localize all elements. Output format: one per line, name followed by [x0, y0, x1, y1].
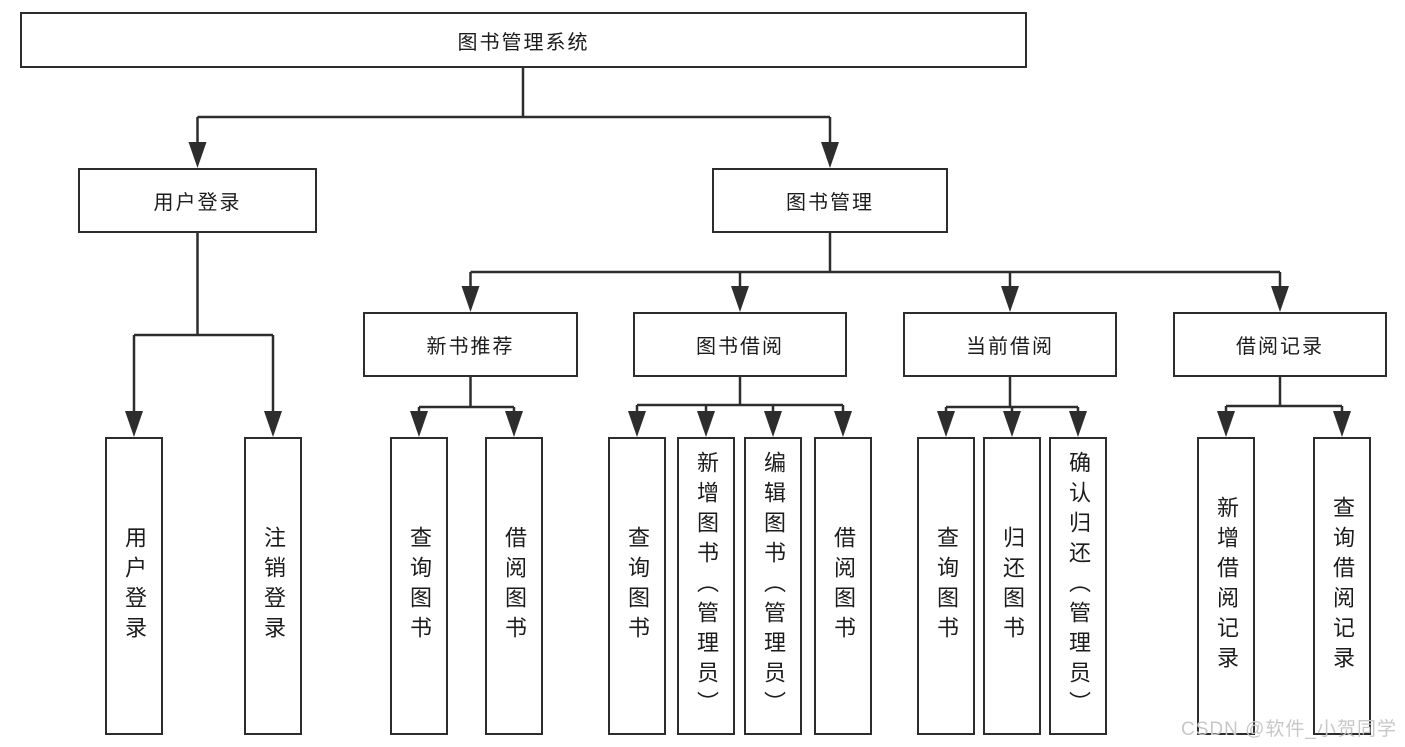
leaf-query-books-recommend: 查询图书 [390, 437, 448, 735]
node-label: 编辑图书（管理员） [761, 451, 786, 721]
node-label: 新书推荐 [426, 336, 515, 358]
node-label: 注销登录 [261, 526, 286, 646]
leaf-borrow-books: 借阅图书 [814, 437, 872, 735]
leaf-add-book-admin: 新增图书（管理员） [677, 437, 735, 735]
leaf-query-books-current: 查询图书 [917, 437, 975, 735]
node-label: 归还图书 [1000, 526, 1025, 646]
node-label: 查询借阅记录 [1330, 496, 1355, 676]
leaf-query-books-borrow: 查询图书 [608, 437, 666, 735]
node-label: 当前借阅 [966, 336, 1054, 358]
node-label: 新增借阅记录 [1214, 496, 1239, 676]
leaf-add-borrow-record: 新增借阅记录 [1197, 437, 1255, 735]
leaf-query-borrow-record: 查询借阅记录 [1313, 437, 1371, 735]
node-label: 确认归还（管理员） [1066, 451, 1091, 721]
node-user-login: 用户登录 [78, 168, 317, 233]
node-borrow-records: 借阅记录 [1173, 312, 1387, 377]
node-label: 图书管理 [786, 192, 874, 214]
node-label: 借阅记录 [1236, 336, 1324, 358]
node-label: 查询图书 [407, 526, 432, 646]
node-label: 用户登录 [122, 526, 147, 646]
node-book-borrow: 图书借阅 [633, 312, 847, 377]
leaf-borrow-books-recommend: 借阅图书 [485, 437, 543, 735]
leaf-confirm-return-admin: 确认归还（管理员） [1049, 437, 1107, 735]
node-label: 用户登录 [153, 192, 242, 214]
node-label: 查询图书 [625, 526, 650, 646]
node-new-book-recommend: 新书推荐 [363, 312, 578, 377]
leaf-user-login: 用户登录 [105, 437, 163, 735]
csdn-watermark: CSDN @软件_小贺同学 [1181, 719, 1397, 740]
leaf-edit-book-admin: 编辑图书（管理员） [744, 437, 802, 735]
node-label: 新增图书（管理员） [694, 451, 719, 721]
node-label: 图书管理系统 [457, 31, 590, 54]
node-label: 查询图书 [934, 526, 959, 646]
node-book-management: 图书管理 [712, 168, 948, 233]
node-label: 借阅图书 [831, 526, 856, 646]
node-label: 借阅图书 [502, 526, 527, 646]
leaf-logout: 注销登录 [244, 437, 302, 735]
node-root: 图书管理系统 [20, 12, 1027, 68]
node-current-borrow: 当前借阅 [903, 312, 1117, 377]
node-label: 图书借阅 [696, 336, 784, 358]
leaf-return-book: 归还图书 [983, 437, 1041, 735]
